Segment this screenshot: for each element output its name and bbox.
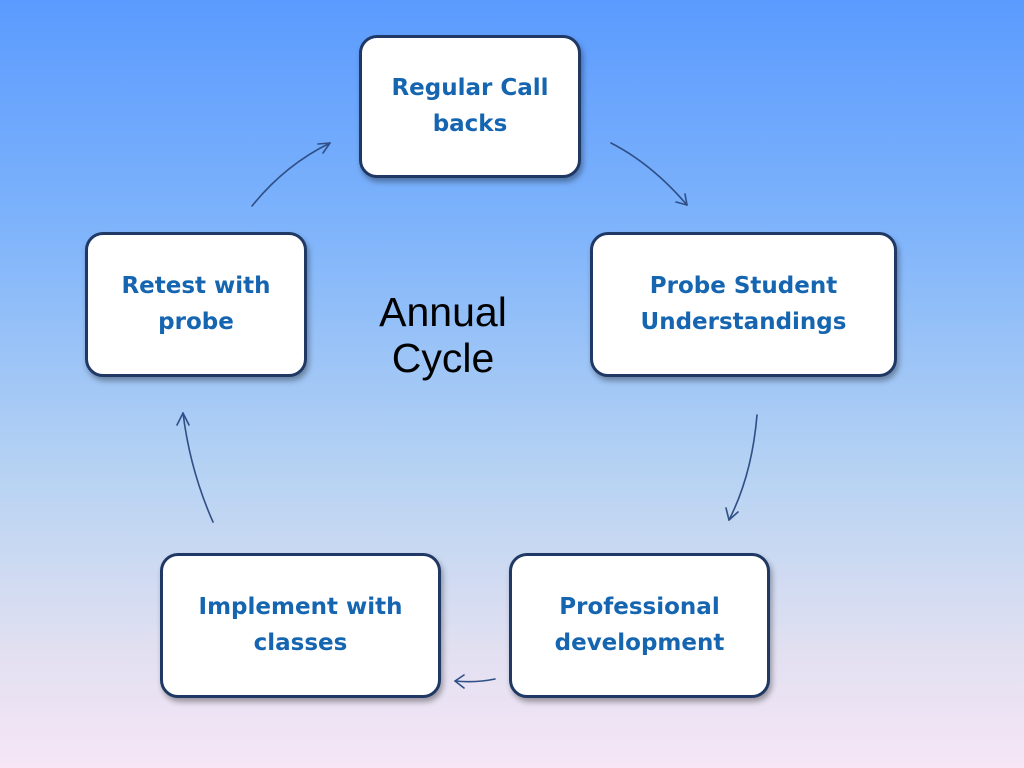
node-retest-with-probe: Retest with probe bbox=[85, 232, 307, 377]
arrow-call-backs-to-probe bbox=[610, 142, 688, 206]
node-label: Regular Call backs bbox=[391, 74, 549, 137]
arrow-retest-to-call-backs bbox=[251, 142, 331, 207]
arrow-probe-to-professional bbox=[725, 414, 758, 521]
node-professional-development: Professional development bbox=[509, 553, 770, 698]
arrow-professional-to-implement bbox=[454, 674, 496, 689]
node-label: Retest with probe bbox=[121, 272, 271, 335]
node-regular-call-backs: Regular Call backs bbox=[359, 35, 581, 178]
center-label: Annual Cycle bbox=[379, 289, 507, 381]
node-label: Professional development bbox=[554, 593, 725, 656]
node-label: Probe Student Understandings bbox=[640, 272, 847, 335]
node-implement-with-classes: Implement with classes bbox=[160, 553, 441, 698]
node-probe-student-understandings: Probe Student Understandings bbox=[590, 232, 897, 377]
node-label: Implement with classes bbox=[198, 593, 403, 656]
arrow-implement-to-retest bbox=[176, 412, 214, 523]
